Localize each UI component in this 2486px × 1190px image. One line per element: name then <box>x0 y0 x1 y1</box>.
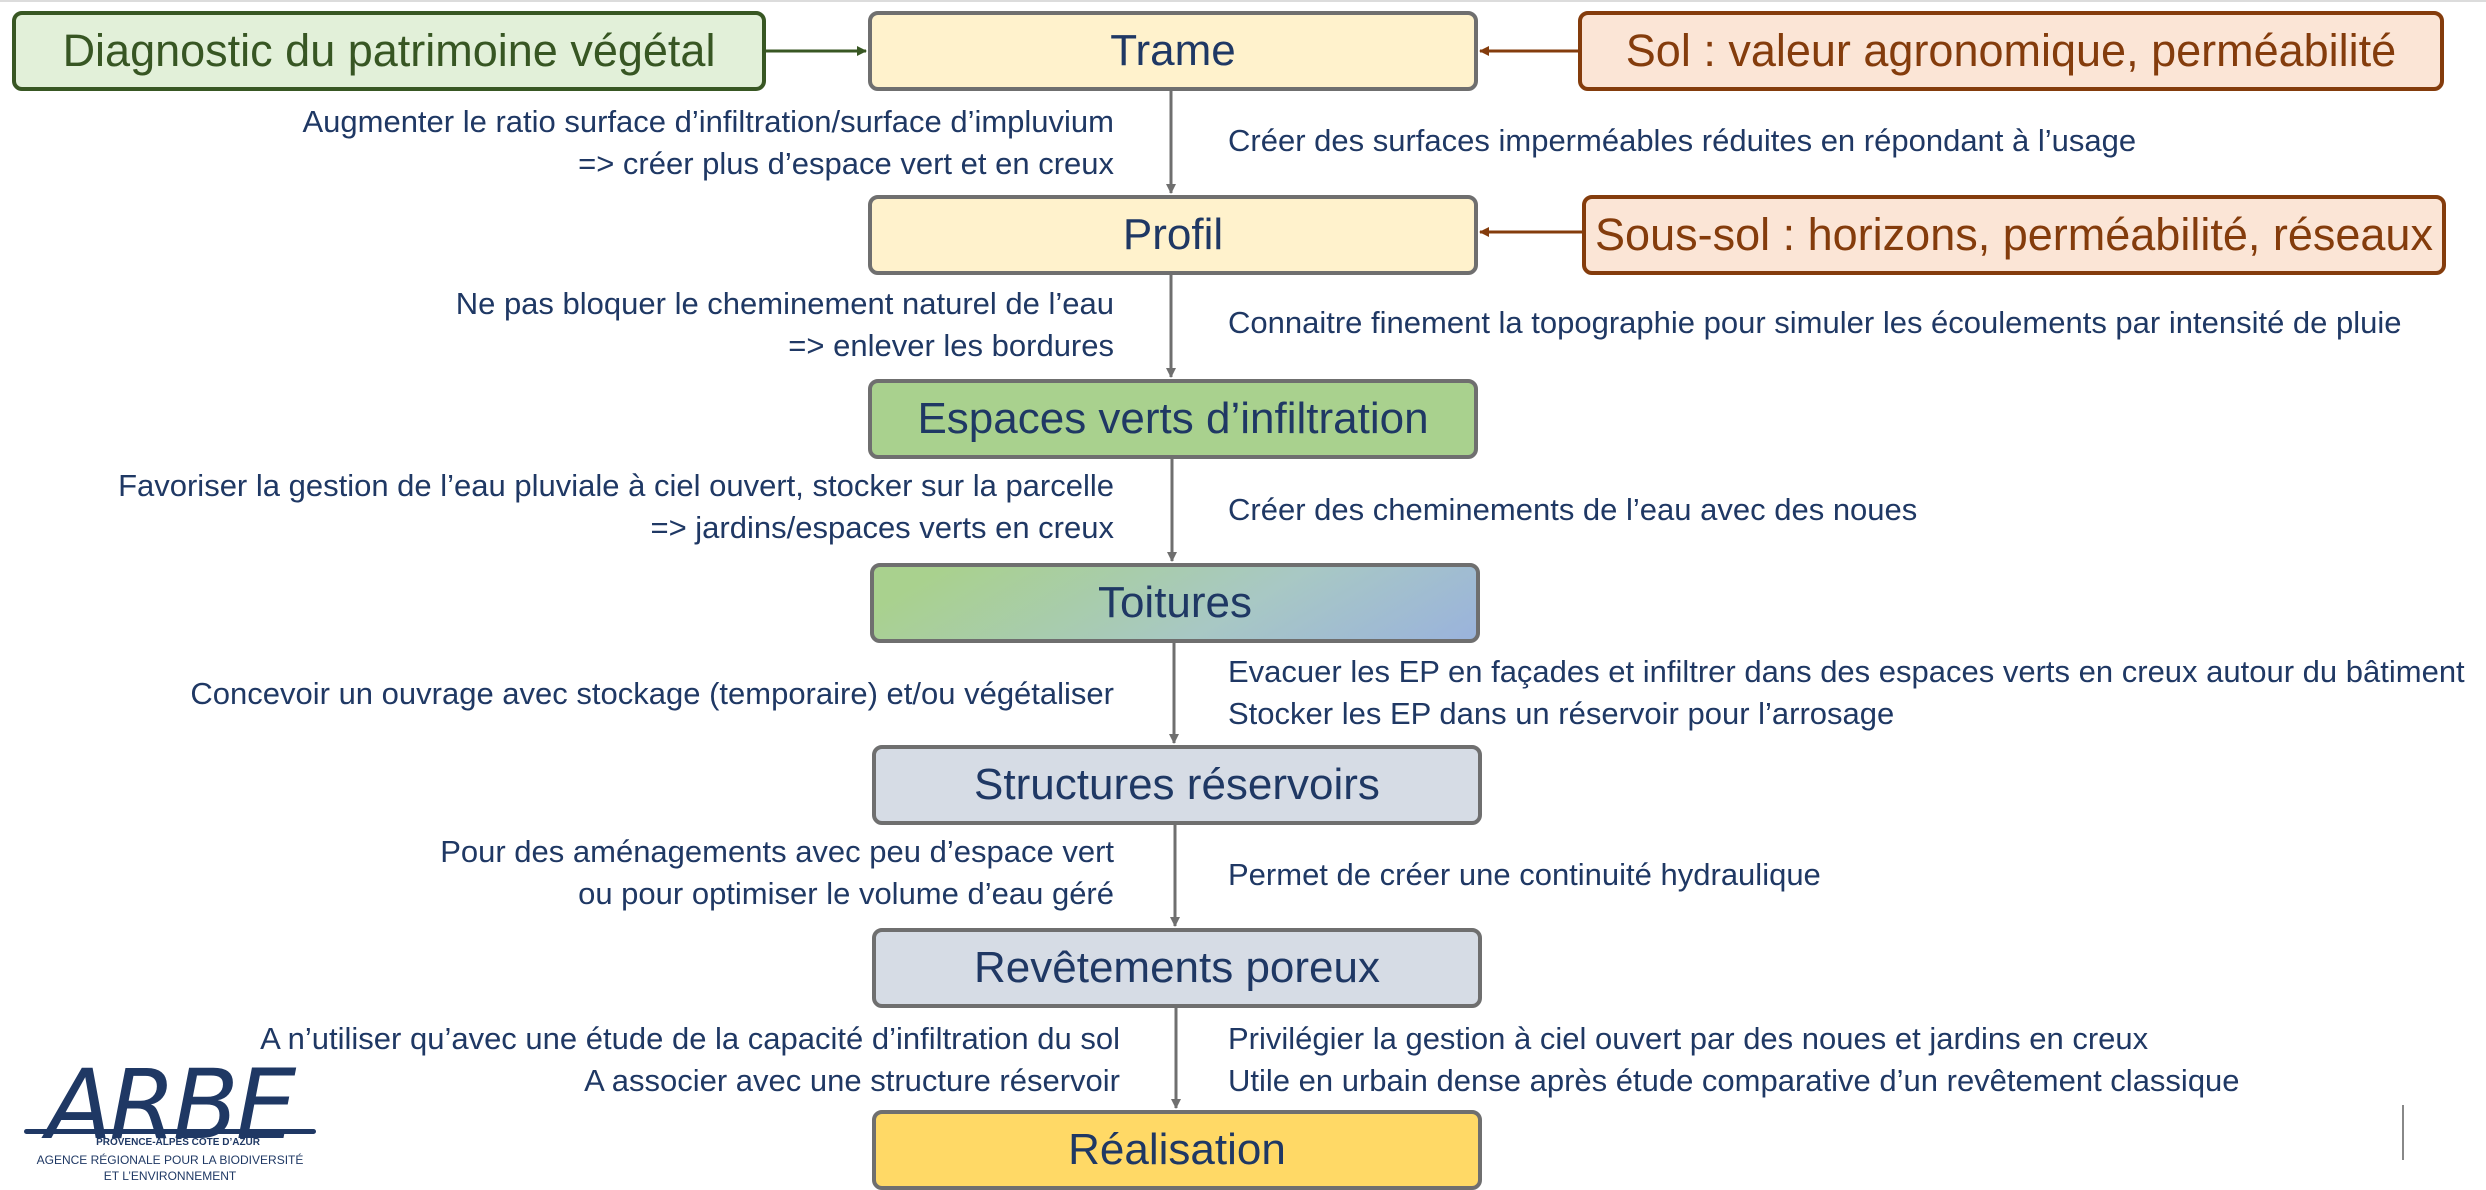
note-line: => créer plus d’espace vert et en creux <box>578 146 1114 181</box>
arbe-logo: ARBE PROVENCE-ALPES CÔTE D’AZUR AGENCE R… <box>20 1057 320 1185</box>
note-right-structures-revetements: Permet de créer une continuité hydrauliq… <box>1228 854 1821 896</box>
note-line: Pour des aménagements avec peu d’espace … <box>440 834 1114 869</box>
note-right-profil-espaces: Connaitre finement la topographie pour s… <box>1228 302 2402 344</box>
logo-tagline-1: AGENCE RÉGIONALE POUR LA BIODIVERSITÉ <box>36 1153 304 1167</box>
note-line: Stocker les EP dans un réservoir pour l’… <box>1228 696 1895 731</box>
note-line: Favoriser la gestion de l’eau pluviale à… <box>118 468 1114 503</box>
note-line: Augmenter le ratio surface d’infiltratio… <box>302 104 1114 139</box>
note-line: Privilégier la gestion à ciel ouvert par… <box>1228 1021 2149 1056</box>
note-left-profil-espaces: Ne pas bloquer le cheminement naturel de… <box>456 283 1114 367</box>
input-sous-sol: Sous-sol : horizons, perméabilité, résea… <box>1582 195 2446 275</box>
note-right-toitures-structures: Evacuer les EP en façades et infiltrer d… <box>1228 651 2465 735</box>
note-line: Connaitre finement la topographie pour s… <box>1228 305 2402 340</box>
step-trame: Trame <box>868 11 1478 91</box>
note-left-revetements-realisation: A n’utiliser qu’avec une étude de la cap… <box>260 1018 1120 1102</box>
step-revetements-poreux: Revêtements poreux <box>872 928 1482 1008</box>
note-right-trame-profil: Créer des surfaces imperméables réduites… <box>1228 120 2136 162</box>
top-divider <box>0 0 2486 2</box>
note-line: ou pour optimiser le volume d’eau géré <box>578 876 1114 911</box>
note-line: Créer des cheminements de l’eau avec des… <box>1228 492 1918 527</box>
note-line: Ne pas bloquer le cheminement naturel de… <box>455 286 1114 321</box>
step-toitures: Toitures <box>870 563 1480 643</box>
step-structures-reservoirs: Structures réservoirs <box>872 745 1482 825</box>
note-line: Evacuer les EP en façades et infiltrer d… <box>1228 654 2465 689</box>
note-right-espaces-toitures: Créer des cheminements de l’eau avec des… <box>1228 489 1917 531</box>
note-left-structures-revetements: Pour des aménagements avec peu d’espace … <box>440 831 1114 915</box>
input-diagnostic-vegetal: Diagnostic du patrimoine végétal <box>12 11 766 91</box>
note-line: Utile en urbain dense après étude compar… <box>1228 1063 2240 1098</box>
note-left-trame-profil: Augmenter le ratio surface d’infiltratio… <box>302 101 1114 185</box>
note-line: => enlever les bordures <box>788 328 1114 363</box>
note-line: Créer des surfaces imperméables réduites… <box>1228 123 2137 158</box>
logo-swoosh <box>24 1129 316 1134</box>
step-realisation: Réalisation <box>872 1110 1482 1190</box>
logo-tagline-2: ET L’ENVIRONNEMENT <box>103 1169 237 1183</box>
input-sol: Sol : valeur agronomique, perméabilité <box>1578 11 2444 91</box>
slide-marker <box>2402 1105 2404 1160</box>
note-line: A n’utiliser qu’avec une étude de la cap… <box>260 1021 1120 1056</box>
step-profil: Profil <box>868 195 1478 275</box>
note-left-espaces-toitures: Favoriser la gestion de l’eau pluviale à… <box>118 465 1114 549</box>
note-line: => jardins/espaces verts en creux <box>650 510 1114 545</box>
logo-wordmark: ARBE <box>46 1049 297 1161</box>
note-line: Concevoir un ouvrage avec stockage (temp… <box>190 676 1114 711</box>
logo-region: PROVENCE-ALPES CÔTE D’AZUR <box>96 1137 260 1148</box>
note-line: A associer avec une structure réservoir <box>584 1063 1120 1098</box>
note-left-toitures-structures: Concevoir un ouvrage avec stockage (temp… <box>190 673 1114 715</box>
step-espaces-verts: Espaces verts d’infiltration <box>868 379 1478 459</box>
note-line: Permet de créer une continuité hydrauliq… <box>1228 857 1821 892</box>
note-right-revetements-realisation: Privilégier la gestion à ciel ouvert par… <box>1228 1018 2240 1102</box>
